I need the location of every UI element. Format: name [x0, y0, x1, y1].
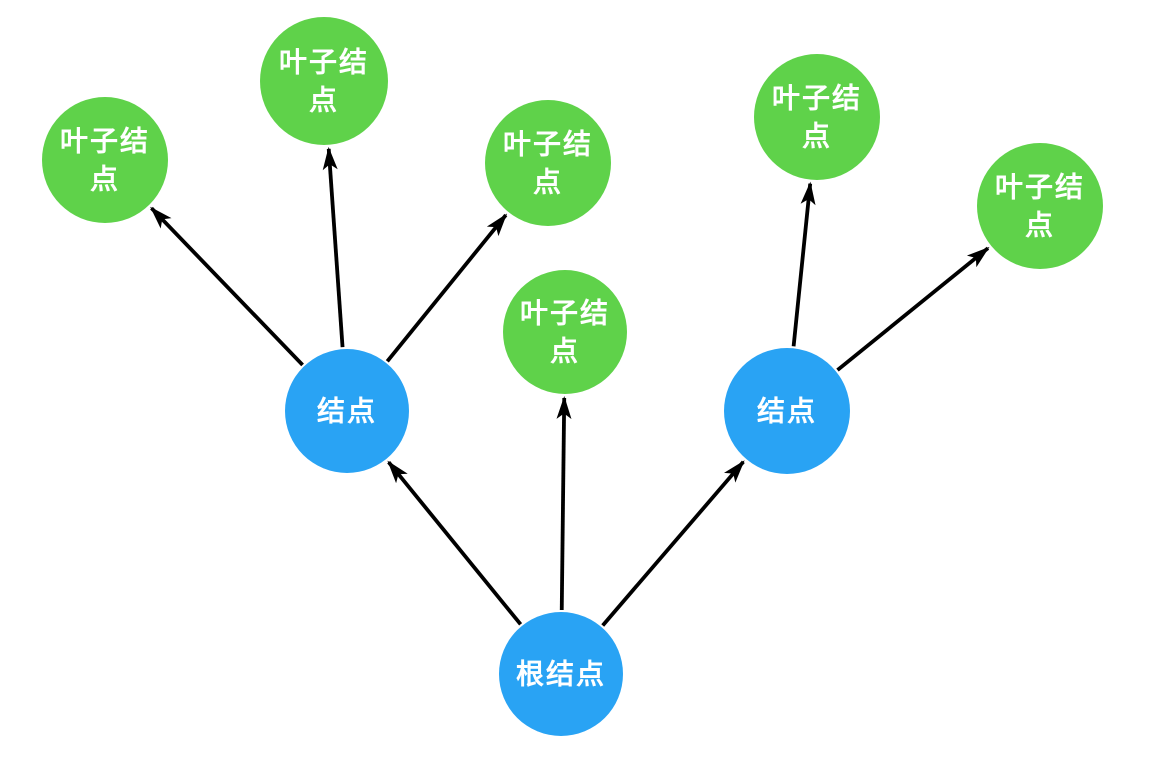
node-circle	[485, 100, 611, 226]
node-root-root: 根结点	[499, 612, 623, 736]
node-label: 根结点	[516, 658, 606, 691]
node-circle	[977, 143, 1103, 269]
node-label: 叶子结点	[60, 125, 150, 196]
node-circle	[754, 54, 880, 180]
edge-arrow-nodeL-leaf2	[322, 146, 345, 348]
node-circle	[724, 348, 850, 474]
node-label: 叶子结点	[503, 128, 593, 199]
edge-arrow-nodeL-leaf1	[150, 206, 304, 367]
node-label: 叶子结点	[520, 297, 610, 368]
edge-arrow-root-nodeR	[601, 460, 745, 627]
node-circle	[42, 97, 168, 223]
nodes-layer: 根结点结点结点叶子结点叶子结点叶子结点叶子结点叶子结点叶子结点	[42, 17, 1103, 736]
edge-arrow-root-nodeL	[387, 460, 523, 626]
node-circle	[260, 17, 388, 145]
node-circle	[285, 349, 409, 473]
node-circle	[503, 270, 627, 394]
node-label: 叶子结点	[279, 46, 369, 117]
node-leaf-leaf2: 叶子结点	[260, 17, 388, 145]
edges-layer	[150, 146, 990, 627]
node-leaf-leaf6: 叶子结点	[977, 143, 1103, 269]
node-internal-nodeL: 结点	[285, 349, 409, 473]
node-leaf-leaf5: 叶子结点	[754, 54, 880, 180]
node-label: 叶子结点	[772, 82, 862, 153]
node-leaf-leaf1: 叶子结点	[42, 97, 168, 223]
edge-arrow-nodeR-leaf6	[836, 246, 990, 372]
node-label: 叶子结点	[995, 171, 1085, 242]
edge-arrow-nodeL-leaf3	[385, 213, 508, 363]
edge-arrow-root-leaf4	[556, 395, 572, 611]
node-label: 结点	[757, 395, 817, 428]
node-label: 结点	[317, 395, 377, 428]
node-leaf-leaf3: 叶子结点	[485, 100, 611, 226]
node-leaf-leaf4: 叶子结点	[503, 270, 627, 394]
node-internal-nodeR: 结点	[724, 348, 850, 474]
edge-arrow-nodeR-leaf5	[791, 181, 816, 347]
node-circle	[499, 612, 623, 736]
